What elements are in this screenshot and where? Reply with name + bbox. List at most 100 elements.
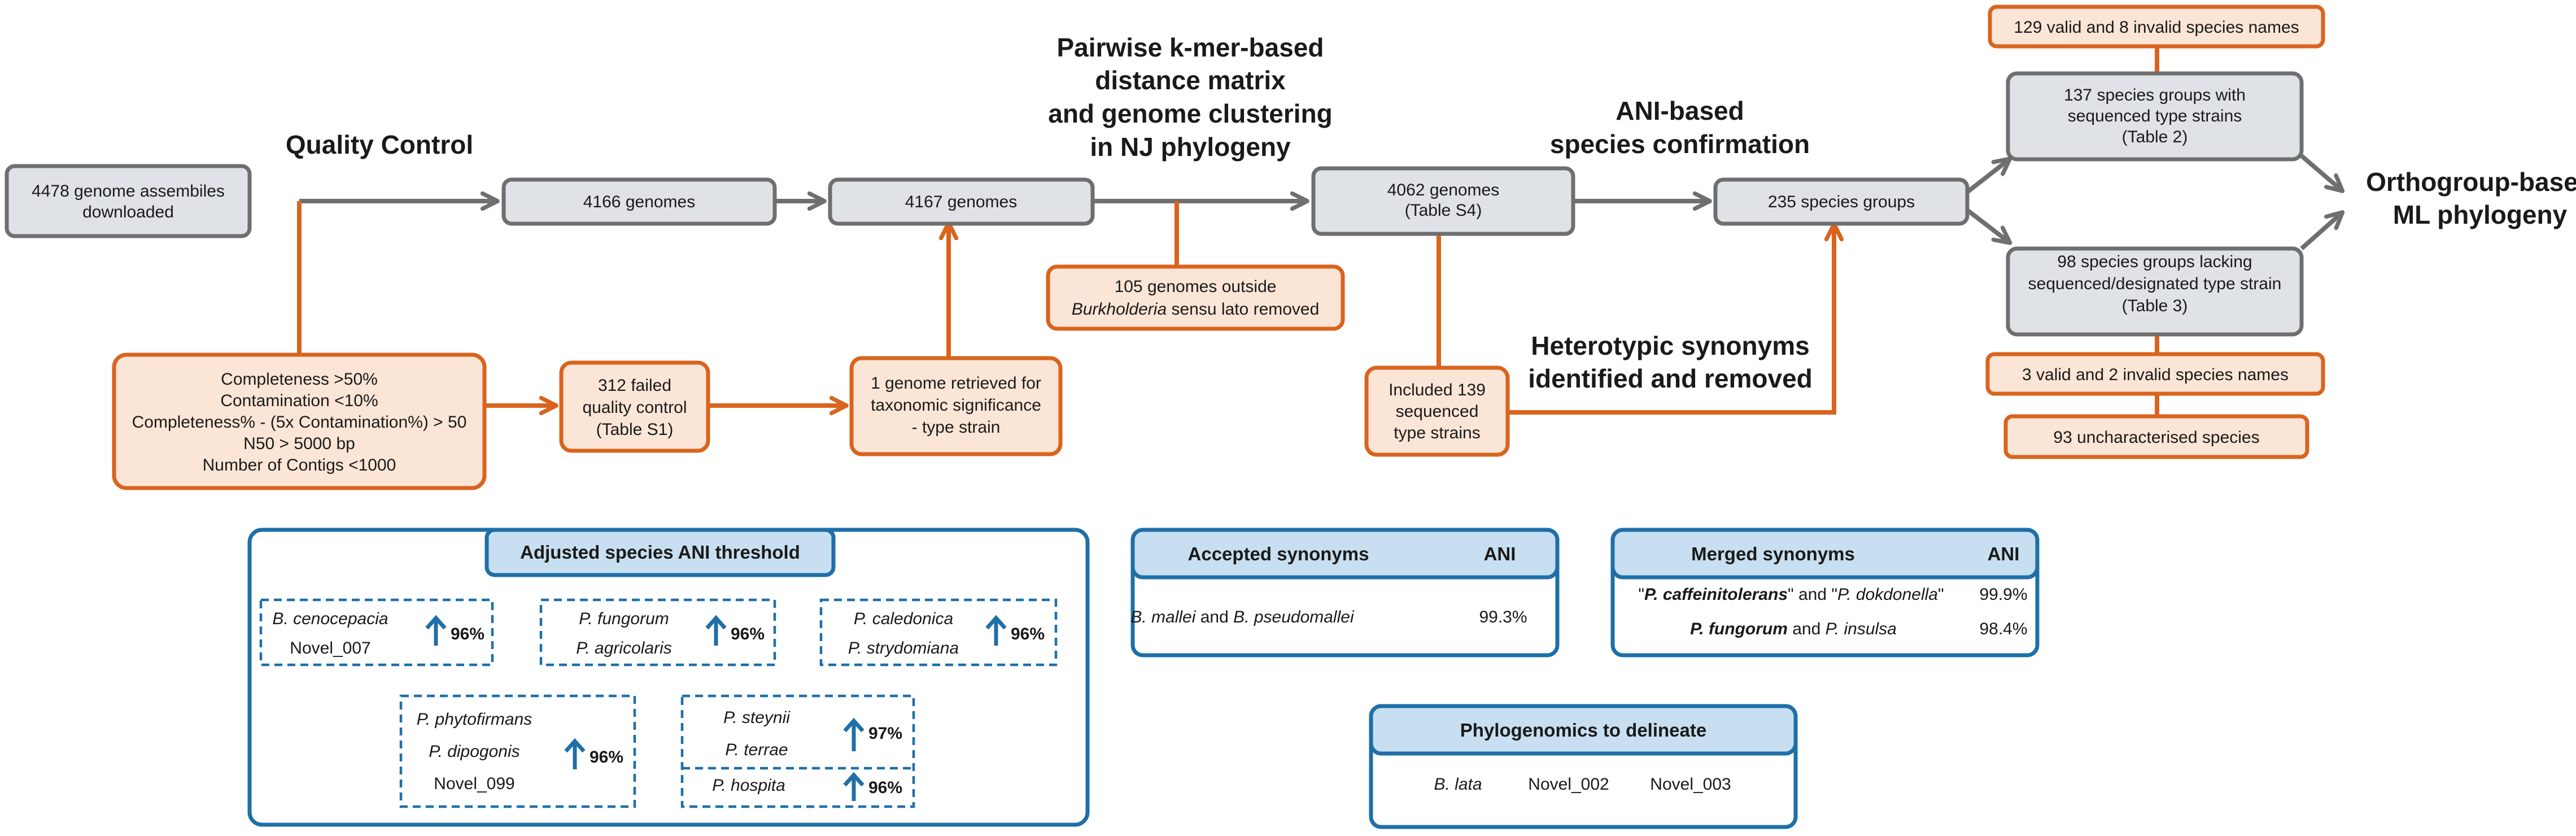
box-uncharacterised: 93 uncharacterised species	[2003, 414, 2309, 459]
accepted-row-1: B. mallei and B. pseudomallei	[1130, 608, 1355, 626]
arrow-137-to-orthogroup	[2300, 154, 2341, 190]
criteria-line5: Number of Contigs <1000	[203, 456, 396, 474]
adj3-ani: 96%	[1011, 625, 1045, 643]
adj5-name1: P. steynii	[723, 708, 791, 727]
heading-orthogroup-line1: Orthogroup-based	[2366, 167, 2576, 197]
accepted-row-1-ani: 99.3%	[1479, 608, 1527, 626]
outside-line2: Burkholderia sensu lato removed	[1072, 300, 1320, 319]
g4062-line2: (Table S4)	[1405, 201, 1482, 220]
box-failed-qc: 312 failed quality control (Table S1)	[559, 360, 710, 453]
box-genomes-outside: 105 genomes outside Burkholderia sensu l…	[1046, 264, 1345, 331]
orange-connectors	[297, 46, 2159, 416]
failed-line2: quality control	[582, 398, 687, 417]
heading-kmer-line2: distance matrix	[1095, 66, 1286, 95]
included-line1: Included 139	[1389, 381, 1486, 399]
grey-connectors	[299, 154, 2341, 250]
heading-ani-line1: ANI-based	[1616, 96, 1744, 125]
phylo-title: Phylogenomics to delineate	[1460, 720, 1706, 741]
panel-phylogenomics: Phylogenomics to delineate B. lata Novel…	[1369, 704, 1798, 829]
adj3-name1: P. caledonica	[854, 609, 953, 628]
box-included-type-strains: Included 139 sequenced type strains	[1364, 365, 1510, 457]
outside-suffix: sensu lato removed	[1171, 300, 1319, 319]
criteria-line3: Completeness% - (5x Contamination%) > 50	[132, 413, 467, 432]
box-4167-genomes: 4167 genomes	[828, 177, 1095, 226]
up-arrow-icon	[843, 772, 865, 801]
box-137-species-groups: 137 species groups with sequenced type s…	[2006, 71, 2304, 162]
heading-orthogroup-line2: ML phylogeny	[2393, 200, 2568, 229]
phylo-item-2: Novel_002	[1528, 775, 1609, 794]
sg98-line3: (Table 3)	[2122, 297, 2188, 315]
uncharacterised-label: 93 uncharacterised species	[2053, 428, 2259, 447]
included-line2: sequenced	[1396, 402, 1479, 421]
adj5-name2: P. terrae	[725, 741, 788, 759]
up-arrow-icon	[564, 738, 586, 769]
heading-heterotypic-line1: Heterotypic synonyms	[1531, 331, 1809, 360]
retrieved-line2: taxonomic significance	[871, 396, 1041, 415]
adj2-ani: 96%	[731, 625, 765, 643]
box-downloaded: 4478 genome assembiles downloaded	[5, 164, 252, 238]
names3-label: 3 valid and 2 invalid species names	[2022, 365, 2289, 384]
box-98-species-groups: 98 species groups lacking sequenced/desi…	[2006, 246, 2304, 337]
merged-row-2: P. fungorum and P. insulsa	[1690, 620, 1897, 638]
phylo-item-1: B. lata	[1434, 775, 1482, 794]
box-4062-genomes: 4062 genomes (Table S4)	[1311, 166, 1575, 236]
retrieved-line1: 1 genome retrieved for	[871, 374, 1041, 393]
adj1-ani: 96%	[451, 625, 484, 643]
g4166-label: 4166 genomes	[583, 193, 696, 211]
adj1-name1: B. cenocepacia	[272, 609, 388, 628]
arrow-235-to-98	[1966, 208, 2009, 242]
adjusted-group-3: P. caledonica P. strydomiana 96%	[819, 598, 1058, 667]
g4167-label: 4167 genomes	[905, 193, 1018, 211]
heading-kmer-line4: in NJ phylogeny	[1090, 132, 1291, 162]
adj4-name2: P. dipogonis	[429, 742, 519, 761]
arrow-included-to-235	[1508, 226, 1834, 415]
up-arrow-icon	[705, 615, 727, 646]
downloaded-line1: 4478 genome assembiles	[32, 182, 225, 201]
sg235-label: 235 species groups	[1768, 193, 1915, 211]
merged-row-1-ani: 99.9%	[1979, 585, 2027, 604]
outside-line1: 105 genomes outside	[1115, 277, 1277, 296]
merged-row-1: "P. caffeinitolerans" and "P. dokdonella…	[1638, 585, 1944, 604]
failed-line3: (Table S1)	[596, 420, 674, 439]
outside-genus: Burkholderia	[1072, 300, 1167, 319]
heading-ani-line2: species confirmation	[1550, 129, 1810, 159]
sg98-line1: 98 species groups lacking	[2057, 252, 2252, 271]
criteria-line4: N50 > 5000 bp	[243, 434, 355, 453]
names129-label: 129 valid and 8 invalid species names	[2014, 18, 2299, 37]
box-genome-retrieved: 1 genome retrieved for taxonomic signifi…	[849, 356, 1063, 456]
adj2-name2: P. agricolaris	[576, 639, 672, 658]
heading-heterotypic-line2: identified and removed	[1528, 364, 1813, 393]
phylo-item-3: Novel_003	[1650, 775, 1731, 794]
up-arrow-icon	[985, 615, 1007, 646]
adj5-ani2: 96%	[868, 778, 902, 797]
sg137-line1: 137 species groups with	[2064, 86, 2246, 104]
heading-kmer-line1: Pairwise k-mer-based	[1056, 33, 1324, 62]
adj3-name2: P. strydomiana	[848, 639, 959, 658]
up-arrow-icon	[425, 615, 447, 646]
adj2-name1: P. fungorum	[579, 609, 669, 628]
box-qc-criteria: Completeness >50% Contamination <10% Com…	[112, 352, 487, 490]
box-235-species-groups: 235 species groups	[1713, 177, 1970, 226]
arrow-98-to-orthogroup	[2300, 214, 2341, 250]
criteria-line2: Contamination <10%	[220, 391, 378, 410]
sg137-line3: (Table 2)	[2122, 128, 2188, 146]
g4062-line1: 4062 genomes	[1387, 181, 1500, 199]
arrow-235-to-137	[1966, 160, 2009, 194]
adj5-ani1: 97%	[868, 724, 902, 743]
accepted-title: Accepted synonyms	[1188, 543, 1369, 564]
panel-adjusted-ani: Adjusted species ANI threshold B. cenoce…	[247, 528, 1090, 827]
failed-line1: 312 failed	[598, 376, 671, 395]
adj4-ani: 96%	[590, 748, 623, 767]
adj5-name3: P. hospita	[712, 776, 785, 795]
sg98-line2: sequenced/designated type strain	[2028, 275, 2282, 293]
adj1-name2: Novel_007	[290, 639, 370, 658]
box-3-valid-names: 3 valid and 2 invalid species names	[1985, 352, 2325, 396]
merged-ani-header: ANI	[1988, 543, 2020, 564]
included-line3: type strains	[1394, 424, 1480, 442]
accepted-ani-header: ANI	[1484, 543, 1516, 564]
adjusted-group-5: P. steynii P. terrae P. hospita 97% 96%	[680, 694, 915, 808]
adj4-name3: Novel_099	[434, 774, 514, 793]
adj4-name1: P. phytofirmans	[417, 710, 532, 729]
panel-accepted-synonyms: Accepted synonyms ANI B. mallei and B. p…	[1130, 528, 1560, 658]
